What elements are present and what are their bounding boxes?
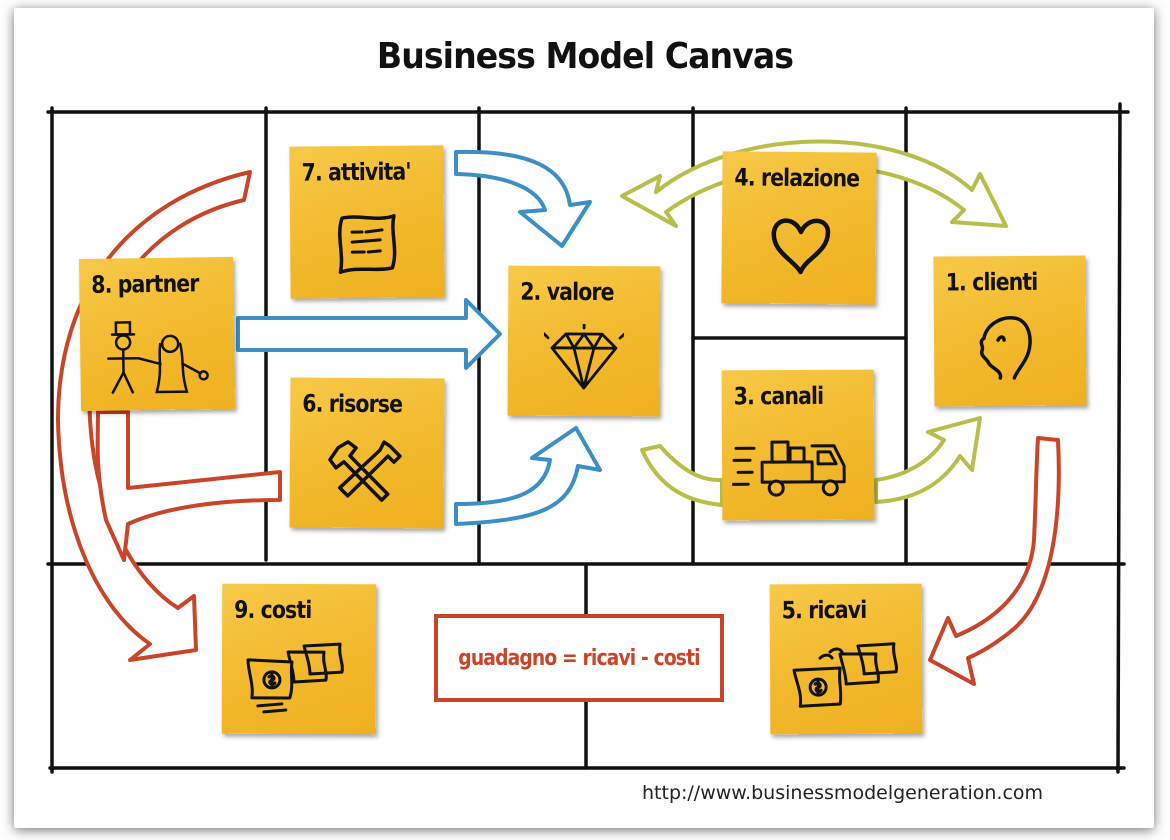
green-arrow-canali-to-clienti bbox=[874, 416, 982, 504]
source-url[interactable]: http://www.businessmodelgeneration.com bbox=[642, 782, 1044, 804]
note-risorse: 6. risorse bbox=[289, 377, 445, 529]
note-ricavi: 5. ricavi bbox=[769, 583, 923, 735]
blue-arrow-partner-to-valore bbox=[236, 298, 502, 370]
blue-arrows bbox=[236, 149, 602, 526]
note-valore: 2. valore bbox=[507, 265, 661, 417]
green-arrow-canali-clienti bbox=[640, 444, 724, 507]
profit-formula-box: guadagno = ricavi - costi bbox=[434, 614, 724, 702]
couple-icon bbox=[107, 321, 209, 394]
grid-right-line bbox=[1116, 102, 1122, 774]
truck-icon bbox=[731, 440, 846, 497]
blue-arrow-risorse-to-valore bbox=[454, 426, 602, 526]
heart-icon bbox=[771, 218, 831, 275]
diamond-icon bbox=[543, 323, 625, 390]
red-arrow-risorse-to-costi bbox=[95, 410, 282, 562]
tools-icon bbox=[328, 440, 402, 502]
note-partner: 8. partner bbox=[78, 256, 236, 412]
note-costi-label: 9. costi bbox=[234, 595, 312, 625]
note-canali-label: 3. canali bbox=[733, 381, 824, 411]
scroll-icon bbox=[338, 214, 397, 274]
red-arrow-partner-to-costi bbox=[56, 170, 252, 662]
red-arrow-clienti-to-ricavi bbox=[928, 436, 1061, 686]
note-attivita-label: 7. attivita' bbox=[301, 157, 411, 187]
note-partner-label: 8. partner bbox=[91, 269, 199, 299]
money-icon bbox=[246, 642, 344, 714]
face-icon bbox=[979, 316, 1032, 380]
note-valore-label: 2. valore bbox=[520, 277, 614, 307]
note-attivita: 7. attivita' bbox=[289, 145, 445, 299]
profit-formula: guadagno = ricavi - costi bbox=[458, 645, 700, 671]
note-risorse-label: 6. risorse bbox=[302, 389, 403, 419]
note-ricavi-label: 5. ricavi bbox=[781, 595, 867, 625]
blue-arrow-attivita-to-valore bbox=[454, 149, 592, 248]
note-relazione: 4. relazione bbox=[721, 151, 877, 305]
money-icon bbox=[792, 642, 898, 708]
page-title: Business Model Canvas bbox=[376, 36, 794, 77]
note-relazione-label: 4. relazione bbox=[734, 163, 860, 193]
note-canali: 3. canali bbox=[721, 369, 875, 521]
note-costi: 9. costi bbox=[221, 583, 377, 735]
note-clienti-label: 1. clienti bbox=[945, 267, 1038, 297]
note-clienti: 1. clienti bbox=[933, 255, 1087, 407]
